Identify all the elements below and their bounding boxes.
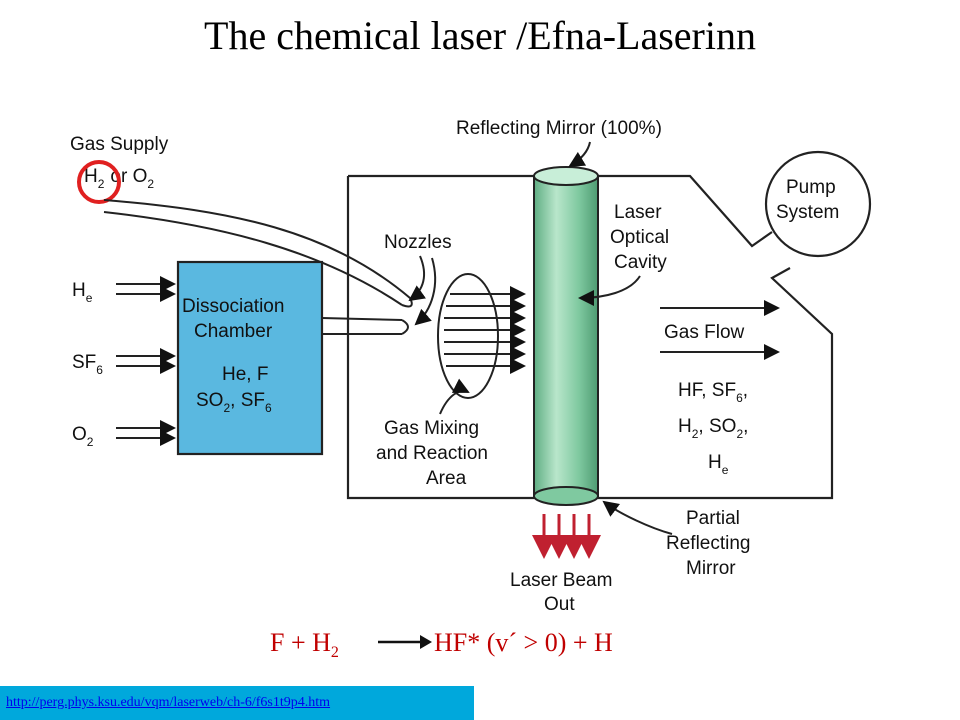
reaction-equation: F + H2 HF* (v´ > 0) + H — [270, 628, 730, 664]
reflecting-mirror-label: Reflecting Mirror (100%) — [456, 118, 662, 139]
beam-out-label-2: Out — [544, 594, 575, 615]
mixing-area-ellipse — [437, 273, 499, 399]
chamber-outlet-pipe — [321, 317, 403, 335]
laser-tube — [533, 175, 599, 497]
mixing-label-2: and Reaction — [376, 443, 488, 464]
equation-reactants: F + H2 — [270, 628, 339, 662]
reflecting-mirror-pointer — [568, 141, 591, 168]
nozzle-pointers — [408, 255, 437, 326]
exhaust-line-2: H2, SO2, — [678, 416, 748, 441]
dissociation-chamber — [176, 260, 324, 456]
highlight-circle-h2 — [77, 160, 121, 204]
mixing-pointer — [439, 378, 470, 415]
mixing-label-3: Area — [426, 468, 467, 489]
gas-supply-label: Gas Supply — [70, 134, 169, 155]
pump-label-2: System — [776, 202, 839, 223]
gas-supply-pipe — [103, 199, 411, 306]
input-sf6: SF6 — [72, 352, 103, 377]
chamber-label-3: He, F — [222, 364, 268, 385]
beam-out-label-1: Laser Beam — [510, 570, 612, 591]
cavity-pointer — [578, 275, 641, 306]
slide-title: The chemical laser /Efna-Laserinn — [204, 13, 756, 58]
cavity-label-2: Optical — [610, 227, 669, 248]
gas-flow-label: Gas Flow — [664, 322, 745, 343]
mixing-flow-arrows — [444, 286, 526, 374]
exhaust-line-3: He — [708, 452, 729, 477]
pump-label-1: Pump — [786, 177, 836, 198]
equation-arrow-icon — [378, 635, 432, 649]
chamber-label-1: Dissociation — [182, 296, 284, 317]
source-url-link[interactable]: http://perg.phys.ksu.edu/vqm/laserweb/ch… — [6, 695, 331, 710]
partial-mirror-label-2: Reflecting — [666, 533, 751, 554]
input-he: He — [72, 280, 93, 305]
reaction-chamber-outline — [346, 174, 834, 500]
beam-out-arrows — [532, 514, 601, 559]
pump-system-circle — [764, 150, 872, 258]
chamber-label-4: SO2, SF6 — [196, 390, 272, 415]
laser-tube-bottom — [533, 486, 599, 506]
partial-mirror-label-1: Partial — [686, 508, 740, 529]
partial-mirror-label-3: Mirror — [686, 558, 736, 579]
cavity-label-3: Cavity — [614, 252, 667, 273]
exhaust-line-1: HF, SF6, — [678, 380, 748, 405]
nozzles-label: Nozzles — [384, 232, 452, 253]
input-o2: O2 — [72, 424, 94, 449]
input-arrows — [116, 276, 176, 446]
equation-products: HF* (v´ > 0) + H — [434, 628, 613, 657]
chamber-label-2: Chamber — [194, 321, 273, 342]
mixing-label-1: Gas Mixing — [384, 418, 479, 439]
laser-tube-top — [533, 166, 599, 186]
partial-mirror-pointer — [602, 500, 673, 535]
cavity-label-1: Laser — [614, 202, 662, 223]
footer-url-bar: http://perg.phys.ksu.edu/vqm/laserweb/ch… — [0, 686, 474, 720]
